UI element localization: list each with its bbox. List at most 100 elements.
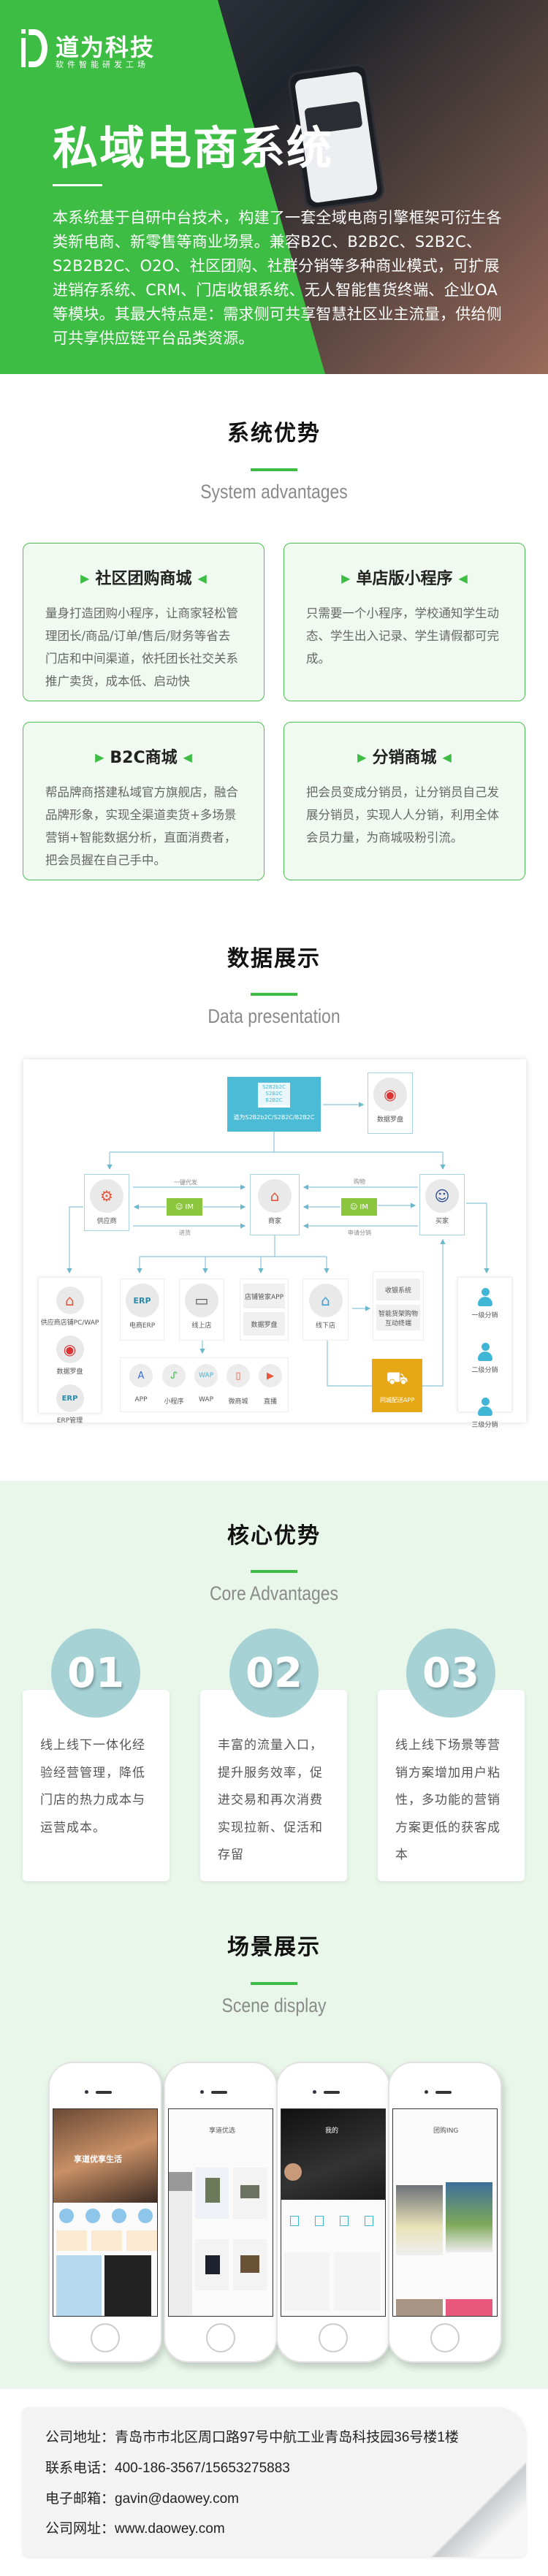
platform-box: S2B2b2C S2B2C B2B2C 道为S2B2b2C/S2B2C/B2B2… bbox=[227, 1077, 321, 1132]
supplier-tools-column: ⌂ 供应商店铺PC/WAP ◉ 数据罗盘 ERP ERP管理 bbox=[38, 1277, 102, 1425]
im-badge: ☺IM bbox=[167, 1198, 202, 1216]
offline-store-label: 线下店 bbox=[315, 1322, 335, 1330]
phone-mockup: 我的 bbox=[276, 2062, 390, 2363]
person-icon bbox=[477, 1343, 493, 1362]
triangle-right-icon: ▶ bbox=[80, 571, 90, 585]
user-icon: ☺ bbox=[425, 1179, 459, 1213]
card-title: 单店版小程序 bbox=[356, 570, 453, 588]
distribution-level: 二级分销 bbox=[471, 1367, 498, 1374]
distribution-column: 一级分销 二级分销 三级分销 bbox=[457, 1277, 512, 1429]
advantage-card-distribution: ▶ 分销商城 ◀ 把会员变成分销员，让分销员自己发展分销员，实现人人分销，利用全体会… bbox=[283, 722, 525, 880]
supplier-box: ⚙ 供应商 bbox=[84, 1174, 129, 1231]
triangle-right-icon: ▶ bbox=[357, 750, 367, 764]
triangle-right-icon: ▶ bbox=[95, 750, 104, 764]
section-subtitle-data: Data presentation bbox=[208, 1005, 340, 1027]
section-divider bbox=[251, 1570, 297, 1573]
core-card: 丰富的流量入口，提升服务效率，促进交易和再次消费实现拉新、促活和存留 bbox=[200, 1690, 347, 1881]
number-badge: 03 bbox=[406, 1628, 495, 1718]
card-title: B2C商城 bbox=[110, 749, 178, 767]
offline-store-box: ⌂ 线下店 bbox=[302, 1279, 349, 1341]
laptop-icon: ▭ bbox=[185, 1284, 218, 1317]
advantage-card-community-group: ▶ 社区团购商城 ◀ 量身打造团购小程序，让商家轻松管理团长/商品/订单/售后/财务… bbox=[23, 543, 265, 701]
store-icon: ⌂ bbox=[258, 1179, 292, 1213]
core-card: 线上线下一体化经验经营管理，降低门店的热力成本与运营成本。 bbox=[23, 1690, 170, 1881]
wap-icon: WAP bbox=[194, 1364, 218, 1387]
hero-description: 本系统基于自研中台技术，构建了一套全域电商引擎框架可衍生各类新电商、新零售等商业… bbox=[53, 209, 502, 347]
screen-title: 我的 bbox=[325, 2127, 339, 2135]
core-card-text: 线上线下场景等营销方案增加用户粘性，多功能的营销方案更低的获客成本 bbox=[395, 1738, 501, 1862]
card-text: 把会员变成分销员，让分销员自己发展分销员，实现人人分销，利用全体会员力量，为商城… bbox=[306, 785, 499, 845]
page-curl-decoration bbox=[431, 2462, 526, 2557]
core-card-text: 丰富的流量入口，提升服务效率，促进交易和再次消费实现拉新、促活和存留 bbox=[218, 1738, 323, 1862]
platform-line: S2B2C bbox=[265, 1091, 283, 1097]
erp-box: ERP 电商ERP bbox=[120, 1279, 164, 1341]
compass-icon: ◉ bbox=[56, 1335, 84, 1363]
mobile-icon: ▯ bbox=[227, 1364, 250, 1387]
supplier-label: 供应商 bbox=[96, 1218, 117, 1225]
screen-title: 团购ING bbox=[433, 2127, 459, 2135]
number-badge: 01 bbox=[51, 1628, 140, 1718]
section-title-system-advantages: 系统优势 bbox=[227, 421, 321, 446]
app-store-icon: A bbox=[129, 1364, 153, 1387]
compass-box: ◉ 数据罗盘 bbox=[368, 1072, 413, 1134]
store-compass-label: 数据罗盘 bbox=[243, 1312, 285, 1335]
section-subtitle-core: Core Advantages bbox=[209, 1582, 339, 1604]
triangle-left-icon: ◀ bbox=[458, 571, 468, 585]
contact-phone: 联系电话：400-186-3567/15653275883 bbox=[45, 2461, 290, 2476]
section-title-scene: 场景展示 bbox=[227, 1935, 321, 1960]
triangle-left-icon: ◀ bbox=[442, 750, 452, 764]
phone-mockup: 享道优选 bbox=[164, 2062, 278, 2363]
cashier-label: 收银系统 bbox=[376, 1279, 420, 1300]
card-text: 量身打造团购小程序，让商家轻松管理团长/商品/订单/售后/财务等省去门店和中间渠… bbox=[45, 606, 238, 688]
section-divider bbox=[251, 468, 297, 471]
phone-mockup: 享道优享生活 bbox=[48, 2062, 162, 2363]
architecture-diagram: S2B2b2C S2B2C B2B2C 道为S2B2b2C/S2B2C/B2B2… bbox=[23, 1059, 526, 1429]
channel-live: ▶直播 bbox=[257, 1364, 283, 1406]
logo-slogan: 软件智能研发工场 bbox=[56, 60, 149, 69]
hero-banner: 道为科技 软件智能研发工场 私域电商系统 本系统基于自研中台技术，构建了一套全域… bbox=[0, 0, 548, 374]
contact-address: 公司地址：青岛市市北区周口路97号中航工业青岛科技园36号楼1楼 bbox=[45, 2430, 459, 2445]
number-badge: 02 bbox=[229, 1628, 319, 1718]
erp-icon: ERP bbox=[56, 1384, 84, 1412]
card-title: 社区团购商城 bbox=[95, 570, 192, 588]
shop-icon: ⌂ bbox=[308, 1284, 343, 1317]
smart-shelf-label: 智能货架购物互动终端 bbox=[376, 1305, 420, 1330]
flow-label: 申请分销 bbox=[348, 1230, 371, 1236]
diagram-connectors bbox=[66, 1102, 490, 1387]
section-subtitle-scene: Scene display bbox=[221, 1994, 327, 2016]
card-title: 分销商城 bbox=[372, 749, 437, 767]
channel-wechat-mall: ▯微商城 bbox=[225, 1364, 251, 1406]
platform-line: B2B2C bbox=[265, 1097, 283, 1103]
merchant-box: ⌂ 商家 bbox=[250, 1174, 300, 1235]
hero-divider bbox=[53, 184, 102, 186]
contact-email: 电子邮箱：gavin@daowey.com bbox=[45, 2491, 239, 2507]
chat-icon: ☺ bbox=[175, 1203, 183, 1211]
online-store-label: 线上店 bbox=[191, 1322, 212, 1330]
erp-icon: ERP bbox=[125, 1284, 159, 1317]
triangle-left-icon: ◀ bbox=[197, 571, 207, 585]
section-title-core: 核心优势 bbox=[227, 1523, 321, 1549]
video-icon: ▶ bbox=[259, 1364, 282, 1387]
tool-label: ERP管理 bbox=[56, 1417, 83, 1425]
triangle-left-icon: ◀ bbox=[183, 750, 192, 764]
flow-label: 购物 bbox=[354, 1178, 365, 1185]
contact-info-card: 公司地址：青岛市市北区周口路97号中航工业青岛科技园36号楼1楼 联系电话：40… bbox=[23, 2407, 526, 2557]
merchant-label: 商家 bbox=[267, 1218, 281, 1225]
shop-icon: ⌂ bbox=[56, 1287, 84, 1314]
logo-name: 道为科技 bbox=[56, 34, 156, 61]
advantage-card-b2c: ▶B2C商城◀ 帮品牌商搭建私域官方旗舰店，融合品牌形象，实现全渠道卖货+多场景… bbox=[23, 722, 265, 880]
contact-website: 公司网址：www.daowey.com bbox=[45, 2521, 225, 2537]
person-icon bbox=[477, 1398, 493, 1417]
store-app-label: 店铺管家APP bbox=[243, 1284, 285, 1308]
tool-label: 供应商店铺PC/WAP bbox=[40, 1319, 99, 1327]
platform-label: 道为S2B2b2C/S2B2C/B2B2C bbox=[233, 1114, 315, 1121]
compass-label: 数据罗盘 bbox=[376, 1116, 403, 1124]
distribution-level: 一级分销 bbox=[471, 1312, 498, 1319]
flow-label: 一键代发 bbox=[174, 1179, 197, 1186]
buyer-label: 买家 bbox=[435, 1218, 449, 1225]
person-icon bbox=[477, 1288, 493, 1307]
section-subtitle-system-advantages: System advantages bbox=[200, 481, 348, 503]
